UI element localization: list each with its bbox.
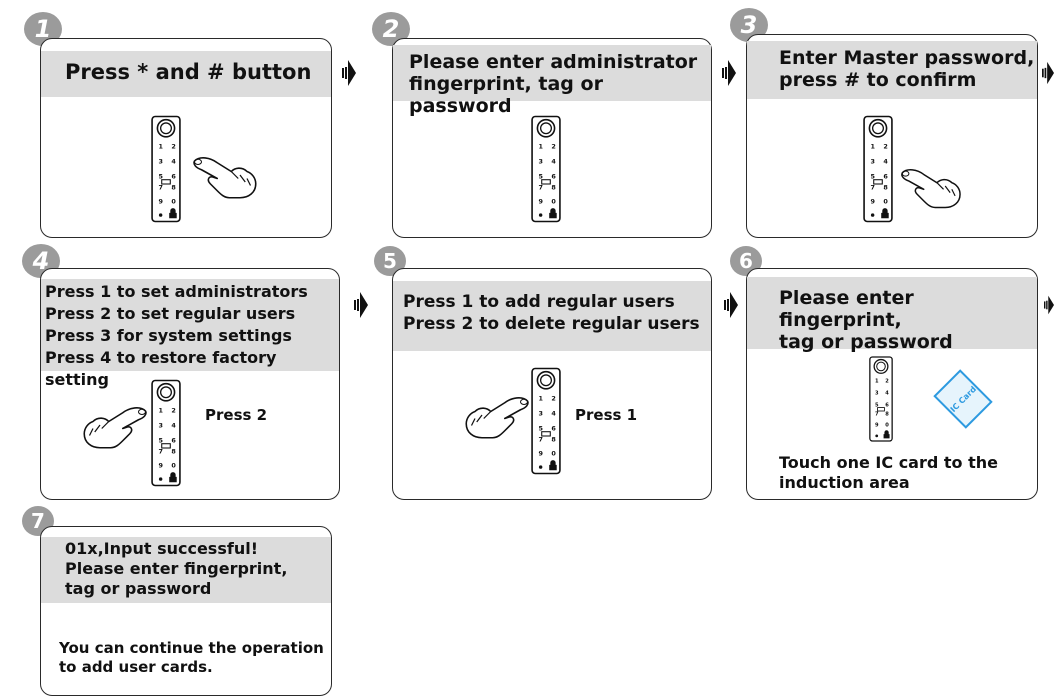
- step-6-header-text: Please enter fingerprint, tag or passwor…: [779, 287, 953, 353]
- step-7-badge: 7: [22, 506, 54, 536]
- step-7-footer: You can continue the operation to add us…: [59, 639, 324, 676]
- pointing-hand-icon: [191, 147, 261, 203]
- step-1-panel: Press * and # button: [40, 38, 332, 238]
- pointing-hand-icon: [79, 397, 149, 453]
- next-arrow-icon: [1042, 60, 1054, 86]
- step-7-panel: 01x,Input successful! Please enter finge…: [40, 526, 332, 696]
- step-4-header: Press 1 to set administrators Press 2 to…: [41, 279, 339, 389]
- pointing-hand-icon: [899, 159, 965, 213]
- step-2-header-text: Please enter administrator fingerprint, …: [409, 51, 698, 117]
- keypad-lock-icon: [863, 109, 893, 229]
- next-arrow-icon: [342, 60, 356, 86]
- step-5-caption: Press 1: [575, 406, 638, 424]
- step-1-header: Press * and # button: [41, 51, 331, 97]
- step-6-panel: Please enter fingerprint, tag or passwor…: [746, 268, 1038, 500]
- step-2-header: Please enter administrator fingerprint, …: [393, 45, 711, 117]
- step-1-header-text: Press * and # button: [65, 60, 312, 84]
- next-arrow-icon: [354, 292, 368, 318]
- step-5-header-text: Press 1 to add regular users Press 2 to …: [403, 292, 700, 334]
- step-5-header: Press 1 to add regular users Press 2 to …: [393, 281, 711, 351]
- next-arrow-icon: [1044, 292, 1054, 318]
- keypad-lock-icon: [531, 109, 561, 229]
- keypad-lock-icon: [151, 373, 181, 493]
- step-2-badge: 2: [372, 12, 410, 46]
- next-arrow-icon: [724, 292, 738, 318]
- keypad-lock-icon: [869, 351, 893, 447]
- step-6-footer: Touch one IC card to the induction area: [779, 453, 998, 492]
- pointing-hand-icon: [461, 387, 531, 443]
- step-4-panel: Press 1 to set administrators Press 2 to…: [40, 268, 340, 500]
- step-2-panel: Please enter administrator fingerprint, …: [392, 38, 712, 238]
- step-6-header: Please enter fingerprint, tag or passwor…: [747, 277, 1037, 353]
- ic-card-icon: IC Card: [933, 369, 993, 429]
- next-arrow-icon: [722, 60, 736, 86]
- step-7-header: 01x,Input successful! Please enter finge…: [41, 537, 331, 603]
- step-4-header-text: Press 1 to set administrators Press 2 to…: [45, 282, 308, 389]
- step-5-panel: Press 1 to add regular users Press 2 to …: [392, 268, 712, 500]
- step-3-header-text: Enter Master password, press # to confir…: [779, 47, 1035, 91]
- step-3-header: Enter Master password, press # to confir…: [747, 41, 1037, 99]
- step-3-panel: Enter Master password, press # to confir…: [746, 34, 1038, 238]
- step-7-header-text: 01x,Input successful! Please enter finge…: [65, 539, 288, 598]
- keypad-lock-icon: [531, 361, 561, 481]
- keypad-lock-icon: [151, 109, 181, 229]
- step-4-caption: Press 2: [205, 406, 268, 424]
- step-5-badge: 5: [374, 246, 406, 276]
